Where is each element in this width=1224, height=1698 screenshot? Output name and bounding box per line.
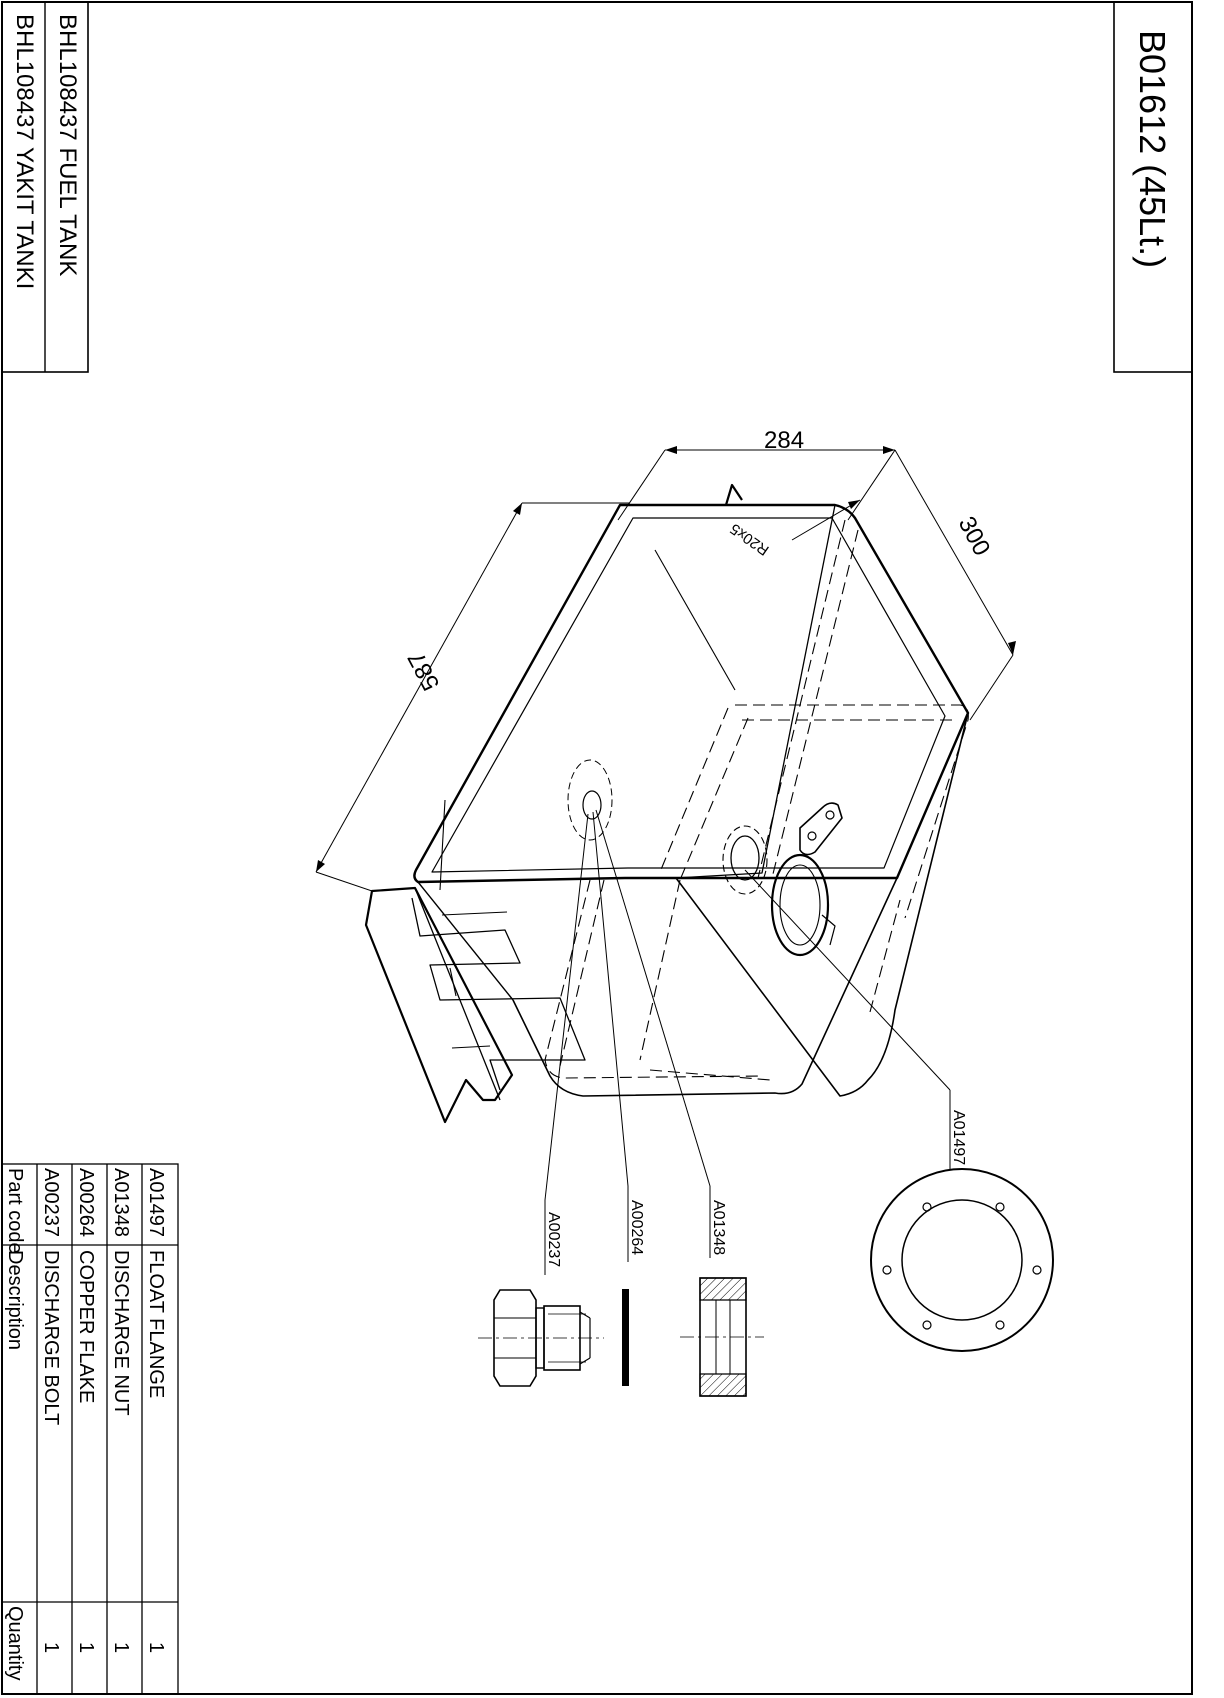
row-description: FLOAT FLANGE [145, 1250, 167, 1398]
row-description: DISCHARGE NUT [110, 1250, 132, 1416]
title-box: B01612 (45Lt.) [1113, 1, 1193, 373]
dimension-arrows [316, 446, 1016, 872]
header-quantity: Quantity [4, 1606, 26, 1680]
discharge-bolt-detail [478, 1289, 604, 1387]
float-flange-detail [870, 1168, 1054, 1352]
row-code: A01348 [110, 1168, 132, 1237]
parts-table-text: Part code Description Quantity A01497 FL… [4, 1168, 167, 1680]
dimension-depth: 300 [953, 512, 996, 560]
callout-discharge-bolt: A00237 [545, 1212, 562, 1267]
row-description: COPPER FLAKE [75, 1250, 97, 1403]
name-english: BHL108437 FUEL TANK [54, 14, 81, 276]
row-code: A00237 [40, 1168, 62, 1237]
fuel-tank-drawing [364, 483, 970, 1124]
dimension-width: 284 [764, 427, 804, 454]
dimension-radius: R20x5 [727, 520, 772, 559]
header-part-code: Part code [4, 1168, 26, 1254]
parts-table [1, 1163, 179, 1695]
callout-float-flange: A01497 [950, 1110, 967, 1165]
name-turkish: BHL108437 YAKIT TANKI [11, 14, 38, 289]
dimension-length: 587 [403, 647, 446, 695]
copper-flake-detail [622, 1289, 629, 1386]
row-description: DISCHARGE BOLT [40, 1250, 62, 1425]
row-code: A00264 [75, 1168, 97, 1237]
model-title: B01612 (45Lt.) [1132, 30, 1173, 268]
row-quantity: 1 [75, 1642, 97, 1653]
row-quantity: 1 [145, 1642, 167, 1653]
leader-lines [544, 809, 951, 1275]
row-quantity: 1 [110, 1642, 132, 1653]
row-code: A01497 [145, 1168, 167, 1237]
drawing-frame [1, 1, 1193, 1695]
callout-copper-flake: A00264 [628, 1200, 645, 1255]
discharge-nut-detail [680, 1277, 764, 1397]
callout-discharge-nut: A01348 [710, 1200, 727, 1255]
dimension-lines [315, 449, 1014, 892]
row-quantity: 1 [40, 1642, 62, 1653]
header-description: Description [4, 1250, 26, 1350]
name-box: BHL108437 FUEL TANK BHL108437 YAKIT TANK… [1, 1, 89, 373]
